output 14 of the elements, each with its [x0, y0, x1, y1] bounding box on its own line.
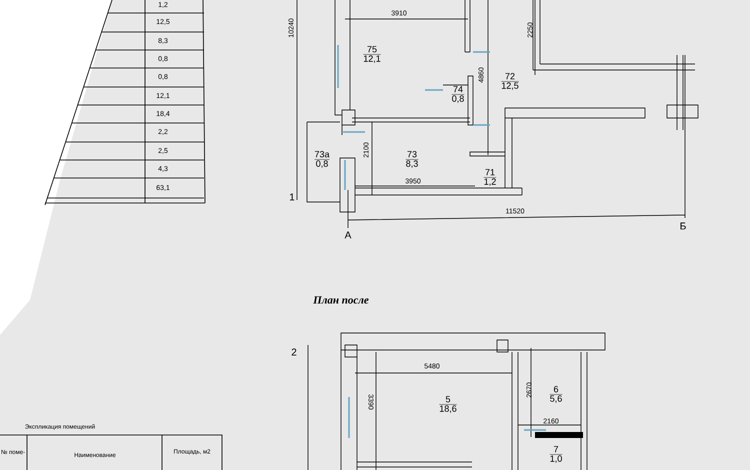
- axis-label: 2: [292, 348, 296, 356]
- room-label: 74 0,8: [452, 86, 464, 103]
- room-label: 6 5,6: [550, 386, 562, 403]
- room-label: 7 1,0: [550, 446, 562, 463]
- room-label: 75 12,1: [363, 46, 381, 63]
- room-label: 73а 0,8: [314, 151, 330, 168]
- axis-label: Б: [680, 222, 686, 230]
- axis-label: 1: [290, 194, 294, 200]
- plan-heading: План после: [313, 296, 369, 304]
- room-label: 72 12,5: [501, 73, 519, 90]
- room-label: 71 1,2: [484, 169, 496, 186]
- room-label: 73 8,3: [406, 151, 418, 168]
- axis-label: А: [344, 232, 352, 238]
- room-label: 5 18,6: [439, 396, 457, 413]
